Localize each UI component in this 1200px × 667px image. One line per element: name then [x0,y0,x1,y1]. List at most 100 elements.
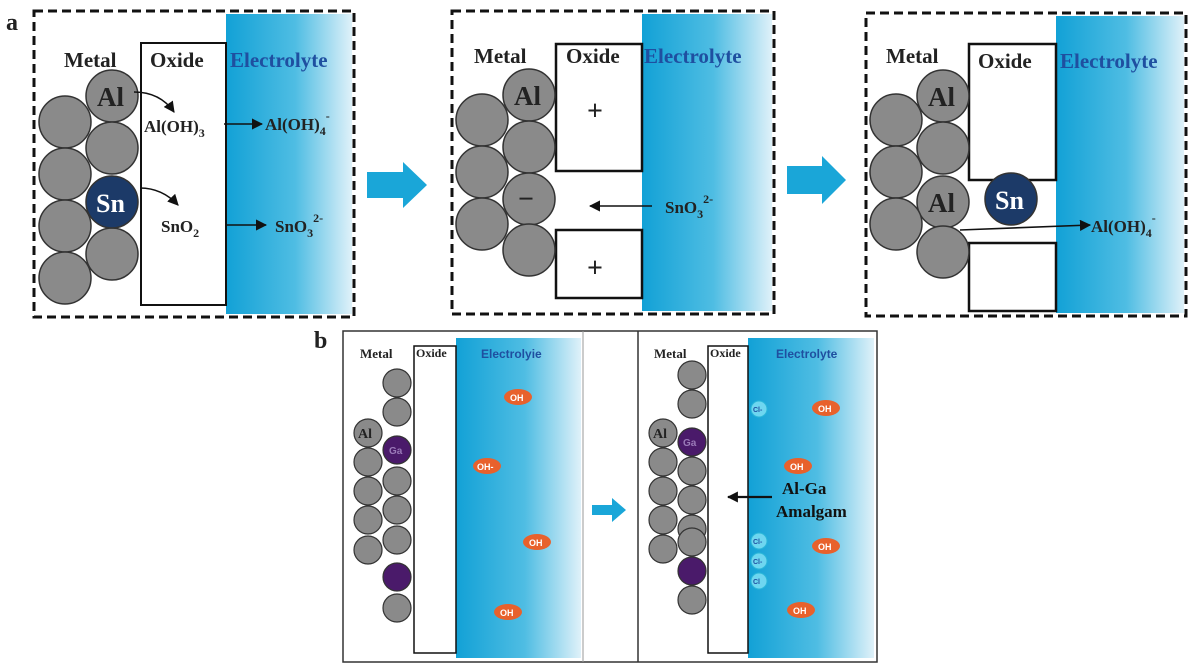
metal-atom [353,535,383,565]
cl-label: Cl [753,579,760,586]
oh-label: OH [529,538,543,548]
metal-atom [648,447,678,477]
cl-label: Cl- [753,539,763,546]
al-atom-label: Al [928,188,955,218]
metal-atom [677,485,707,515]
panel-a1-frame [32,9,356,319]
metal-atom [38,95,92,149]
ga-atom [677,427,707,457]
plus-charge: + [587,96,603,127]
oxide-label: Oxide [416,346,447,360]
al-atom-label: Al [928,82,955,112]
metal-atom [455,93,509,147]
panel-a2-frame [450,9,776,316]
metal-atoms [648,360,707,615]
oxide-layer [707,345,749,654]
cl-label: Cl- [753,559,763,566]
oxide-lower-block [967,241,1058,313]
cl-label: Cl- [753,407,763,414]
oh-label: OH- [477,462,494,472]
electrolyte-label: Electrolyte [1060,49,1158,73]
oh-ion [473,458,501,474]
oxide-label: Oxide [710,346,741,360]
electrolyte-region [642,14,772,311]
panel-a3: Metal Oxide Electrolyte Al Al Sn Al(OH)4… [864,11,1188,318]
al-atom-label: Al [514,81,541,111]
metal-atom [677,360,707,390]
metal-atom [869,197,923,251]
metal-atom [38,199,92,253]
ga-atom [677,556,707,586]
metal-atom [353,476,383,506]
sn-atom-label: Sn [995,186,1024,215]
oh-ion [787,602,815,618]
electrolyte-label: Electrolyie [481,347,542,361]
sn-atom [984,172,1038,226]
ga-atom [382,435,412,465]
oh-ion [523,534,551,550]
transition-arrow [592,498,626,522]
al-oh4-formula: Al(OH)4- [1091,211,1156,240]
oxide-lower-block [554,228,644,300]
oxide-label: Oxide [978,49,1032,73]
panel-a3-frame [864,11,1188,318]
metal-atom [916,225,970,279]
panel-label-a: a [6,10,18,36]
oh-ion [494,604,522,620]
metal-atom [382,495,412,525]
metal-atom [382,368,412,398]
oxide-upper-block [554,42,644,173]
al-oh3-formula: Al(OH)3 [144,117,205,140]
ga-atom-label: Ga [389,446,403,457]
metal-atom [382,593,412,623]
metal-atom [916,121,970,175]
sn-atom [85,175,139,229]
oh-label: OH [818,404,832,414]
electrolyte-label: Electrolyte [230,48,328,72]
oh-ions [473,389,551,620]
oh-ion [504,389,532,405]
metal-atom [648,534,678,564]
metal-atom [648,505,678,535]
cl-ion [750,552,768,570]
panel-b: Metal Oxide Electrolyie Al Ga OH OH- [342,330,878,663]
metal-label: Metal [654,346,687,361]
metal-atom [382,397,412,427]
minus-charge: − [518,184,534,215]
metal-atom [648,476,678,506]
metal-atom [85,121,139,175]
oxide-label: Oxide [566,44,620,68]
reaction-arrow [133,91,175,113]
al-oh4-formula: Al(OH)4- [265,109,330,138]
cl-ions [750,400,768,590]
metal-atom [85,227,139,281]
amalgam-label-line2: Amalgam [776,502,847,521]
electrolyte-region [1056,16,1184,313]
electrolyte-region [226,14,352,314]
al-atom-label: Al [97,82,124,112]
oxide-upper-block [967,42,1058,182]
oh-label: OH [818,542,832,552]
oxide-layer [140,42,227,306]
metal-label: Metal [360,346,393,361]
oh-label: OH [510,393,524,403]
metal-atom [353,418,383,448]
dissolution-arrow [959,219,1092,231]
metal-atoms [869,69,970,279]
oh-label: OH [793,606,807,616]
al-atom-label: Al [358,427,372,442]
cl-ion [750,532,768,550]
panel-a2: Metal Oxide Electrolyte + + Al − SnO32- [450,9,776,316]
cl-ion [750,572,768,590]
metal-atom [677,585,707,615]
metal-label: Metal [886,44,939,68]
metal-label: Metal [64,48,117,72]
oh-ion [784,458,812,474]
oxide-layer [413,345,457,654]
metal-atom [648,418,678,448]
sno3-formula: SnO32- [275,211,323,240]
oxide-label: Oxide [150,48,204,72]
plus-charge: + [587,253,603,284]
transition-arrow [787,156,846,204]
